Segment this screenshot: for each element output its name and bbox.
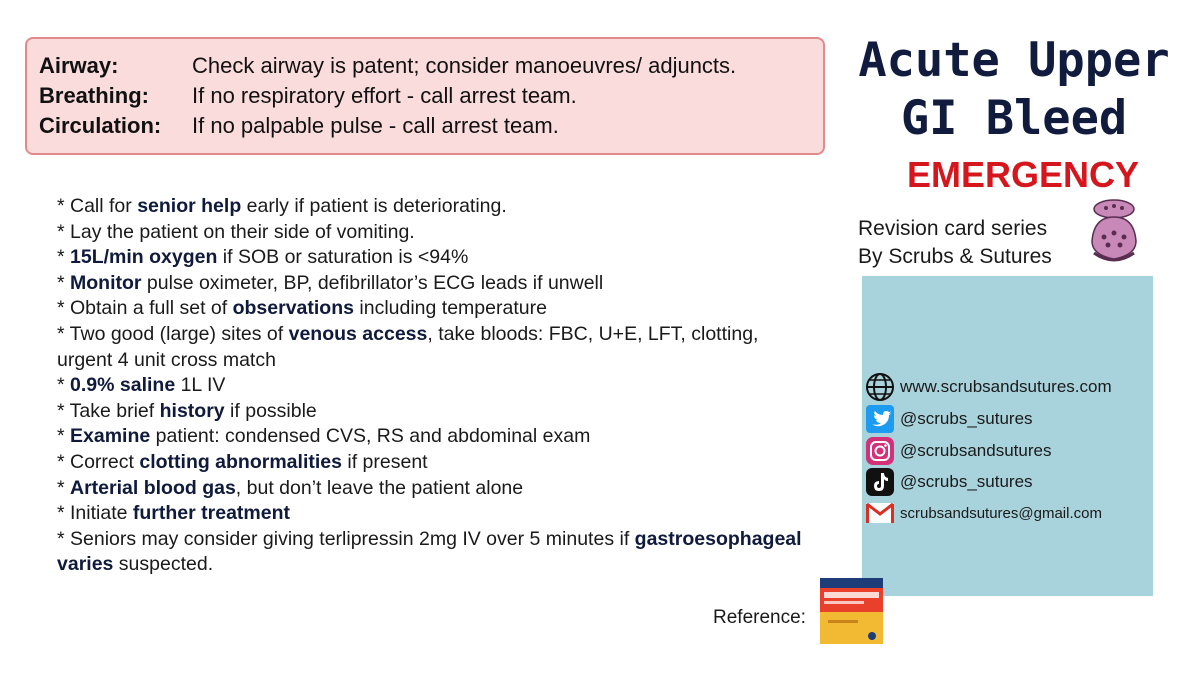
- abc-row-circulation: Circulation: If no palpable pulse - call…: [39, 111, 823, 141]
- bullet-item: * Initiate further treatment: [57, 502, 290, 525]
- emergency-label: EMERGENCY: [906, 154, 1140, 195]
- gmail-icon: [864, 498, 896, 528]
- contact-twitter[interactable]: @scrubs_sutures: [864, 404, 1033, 434]
- series-line-2: By Scrubs & Sutures: [858, 245, 1052, 268]
- title-line-2: GI Bleed: [900, 91, 1128, 146]
- abc-desc: Check airway is patent; consider manoeuv…: [192, 53, 737, 78]
- globe-icon: [864, 372, 896, 402]
- bullet-item: * Two good (large) sites of venous acces…: [57, 322, 759, 371]
- contact-panel: [862, 276, 1153, 596]
- bullet-item: * Examine patient: condensed CVS, RS and…: [57, 425, 591, 448]
- tiktok-icon: [864, 467, 896, 497]
- instagram-handle[interactable]: @scrubsandsutures: [900, 441, 1052, 460]
- bullet-list: * Call for senior help early if patient …: [57, 194, 817, 578]
- twitter-handle[interactable]: @scrubs_sutures: [900, 409, 1033, 428]
- tiktok-handle[interactable]: @scrubs_sutures: [900, 472, 1033, 491]
- title-line-1: Acute Upper: [858, 33, 1170, 88]
- page-title: Acute Upper GI Bleed: [838, 32, 1190, 148]
- bullet-item: * Lay the patient on their side of vomit…: [57, 220, 415, 243]
- clog-shoe-icon: [1091, 199, 1137, 262]
- abc-row-breathing: Breathing: If no respiratory effort - ca…: [39, 81, 823, 111]
- bullet-item: * 0.9% saline 1L IV: [57, 374, 226, 397]
- bullet-item: * Obtain a full set of observations incl…: [57, 297, 547, 320]
- abc-desc: If no respiratory effort - call arrest t…: [192, 83, 577, 108]
- handbook-cover-icon: [820, 578, 883, 644]
- bullet-item: * Monitor pulse oximeter, BP, defibrilla…: [57, 271, 604, 294]
- twitter-icon: [864, 404, 896, 434]
- bullet-item: * Seniors may consider giving terlipress…: [57, 527, 802, 576]
- contact-email[interactable]: scrubsandsutures@gmail.com: [864, 498, 1102, 528]
- contact-instagram[interactable]: @scrubsandsutures: [864, 436, 1051, 466]
- series-caption: Revision card series By Scrubs & Sutures: [858, 215, 1052, 271]
- bullet-item: * Call for senior help early if patient …: [57, 195, 507, 217]
- bullet-item: * Arterial blood gas, but don’t leave th…: [57, 476, 524, 499]
- abc-box: Airway: Check airway is patent; consider…: [25, 37, 825, 155]
- email-address[interactable]: scrubsandsutures@gmail.com: [900, 504, 1102, 522]
- contact-tiktok[interactable]: @scrubs_sutures: [864, 467, 1033, 497]
- instagram-icon: [864, 436, 896, 466]
- abc-row-airway: Airway: Check airway is patent; consider…: [39, 51, 823, 81]
- contact-website[interactable]: www.scrubsandsutures.com: [864, 372, 1112, 402]
- bullet-item: * Take brief history if possible: [57, 399, 317, 422]
- abc-term: Airway:: [39, 53, 119, 78]
- abc-term: Circulation:: [39, 113, 162, 138]
- bullet-item: * 15L/min oxygen if SOB or saturation is…: [57, 246, 469, 269]
- website-link[interactable]: www.scrubsandsutures.com: [900, 377, 1112, 396]
- abc-term: Breathing:: [39, 83, 149, 108]
- reference-label: Reference:: [713, 607, 806, 628]
- abc-desc: If no palpable pulse - call arrest team.: [192, 113, 559, 138]
- series-line-1: Revision card series: [858, 217, 1048, 240]
- bullet-item: * Correct clotting abnormalities if pres…: [57, 450, 428, 473]
